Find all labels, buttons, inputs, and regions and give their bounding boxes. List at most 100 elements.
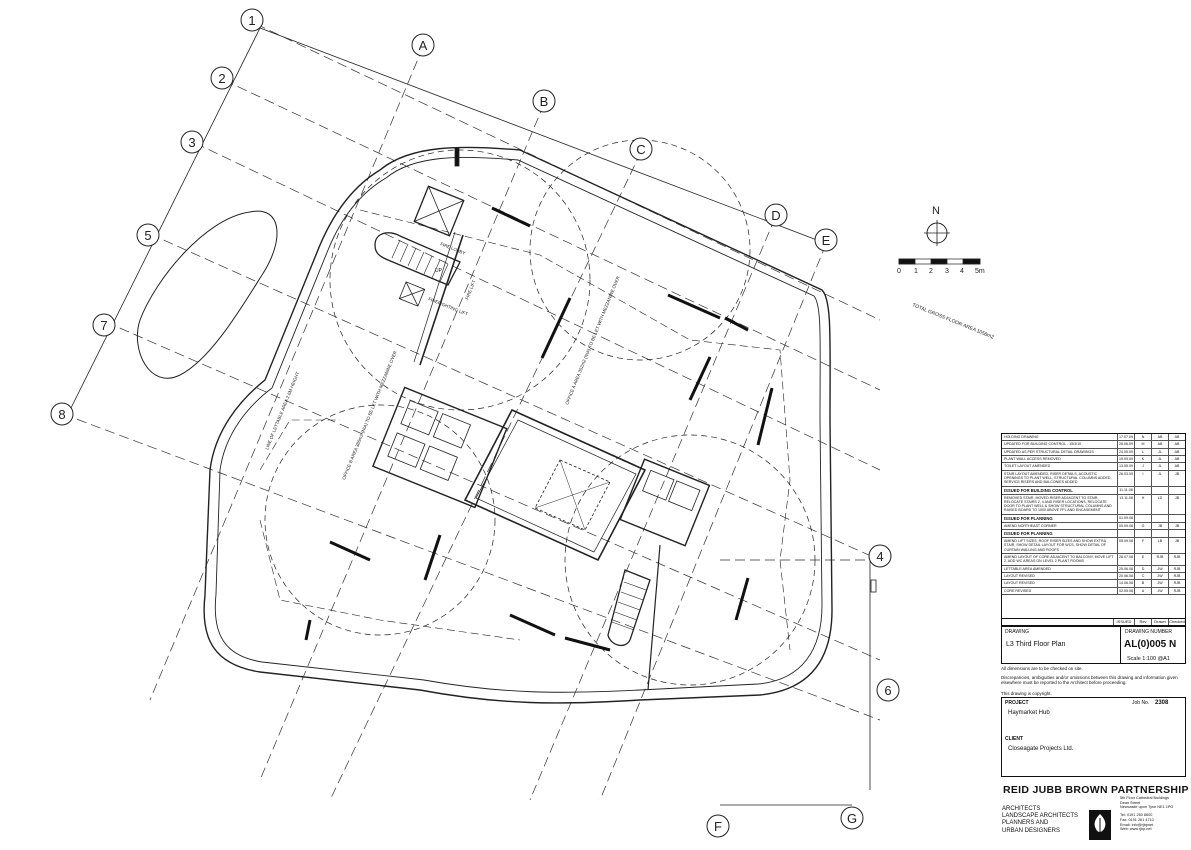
revision-letter: C [1135, 573, 1152, 580]
revision-checked-by [1169, 487, 1185, 494]
revision-date: 28.06.09 [1119, 441, 1135, 448]
revision-description: Lettable area amended [1002, 565, 1118, 573]
address-line-3: Newcastle upon Tyne NE1 1PG [1120, 805, 1174, 810]
grid-2-label: 2 [218, 71, 225, 86]
scale-tick-4: 4 [960, 268, 964, 275]
firm-disciplines: ARCHITECTS LANDSCAPE ARCHITECTS PLANNERS… [1002, 806, 1078, 835]
footer-drawn: Drawn [1151, 619, 1168, 625]
revision-date: 14.06.08 [1119, 580, 1135, 587]
note-check: All dimensions are to be checked on site… [1001, 666, 1083, 671]
revision-checked-by: RJB [1173, 574, 1181, 579]
revision-date: 13.05.09 [1119, 463, 1135, 470]
grid-a-label: A [419, 38, 428, 53]
grid-d-balloon [764, 203, 788, 227]
revision-letter: J [1135, 463, 1152, 470]
footer-issued: ISSUED [1113, 619, 1134, 625]
drawing-number: AL(0)005 N [1124, 639, 1177, 650]
revision-date: 01.09.08 [1118, 514, 1135, 522]
revision-letter: M [1135, 441, 1152, 448]
revision-letter [1135, 486, 1152, 494]
scale-tick-0: 0 [897, 268, 901, 275]
revision-checked-by: AB [1174, 464, 1180, 469]
revision-date [1118, 530, 1135, 538]
footer-rev: Rev [1134, 619, 1151, 625]
revision-checked-by: RJB [1173, 566, 1181, 571]
grid-7-label: 7 [100, 318, 107, 333]
grid-b-balloon [532, 89, 556, 113]
grid-f-label: F [714, 819, 722, 834]
revision-letter: G [1135, 522, 1152, 530]
revision-checked-by: JB [1174, 471, 1180, 476]
revision-row: Amend lift sizes, roof riser sizes and s… [1002, 538, 1185, 555]
revision-checked-by: AB [1174, 456, 1180, 461]
grid-4-label: 4 [876, 549, 883, 564]
revision-date: 24.05.09 [1119, 448, 1135, 455]
revision-letter: B [1135, 580, 1152, 587]
grid-d-label: D [771, 208, 780, 223]
address-line-2: Dean Street [1120, 800, 1141, 805]
grid-8-label: 8 [58, 407, 65, 422]
revision-date: 02.05.08 [1119, 587, 1135, 594]
revision-row: Stair layout amended. Riser details, Aco… [1002, 470, 1185, 487]
discipline-1: ARCHITECTS [1002, 806, 1041, 812]
revision-checked-by: RJB [1173, 555, 1181, 560]
address-line-8: Web: www.rjbp.net [1120, 827, 1152, 832]
revision-table: Holding drawing17.07.09NABABUpdated for … [1001, 433, 1186, 633]
address-line-6: Fax: 0191 261 4710 [1120, 817, 1154, 822]
revision-description: ISSUED FOR PLANNING [1002, 514, 1118, 522]
address-line-7: Email: info@rjbpnet [1120, 822, 1154, 827]
revision-checked-by: RJB [1173, 581, 1181, 586]
grid-c-balloon [629, 137, 653, 161]
drawing-number-box: DRAWING NUMBER AL(0)005 N Scale 1:100 @A… [1120, 626, 1186, 664]
revision-letter: D [1135, 565, 1152, 573]
revision-row: Updated as per Structural Detail Drawing… [1002, 448, 1185, 456]
footer-checked: Checked [1168, 619, 1185, 625]
revision-letter: L [1135, 448, 1152, 455]
revision-letter: I [1135, 470, 1152, 486]
firm-name: REID JUBB BROWN PARTNERSHIP [1003, 784, 1189, 796]
revision-date: 13.11.08 [1118, 494, 1135, 514]
drawing-label: DRAWING [1005, 629, 1029, 635]
grid-5-balloon [136, 223, 160, 247]
revision-date: 19.05.09 [1119, 455, 1135, 463]
grid-c-label: C [636, 142, 645, 157]
revision-description: Core revised [1002, 587, 1118, 594]
revision-drawn-by: JW [1152, 573, 1169, 580]
revision-drawn-by: AB [1152, 441, 1169, 448]
grid-7-balloon [92, 313, 116, 337]
note-copyright: This drawing is copyright. [1001, 690, 1052, 696]
grid-a-balloon [411, 33, 435, 57]
grid-6-balloon [876, 678, 900, 702]
revision-drawn-by: JL [1152, 470, 1169, 486]
drawing-title-box: DRAWING L3 Third Floor Plan [1001, 626, 1121, 664]
revision-description: Amend layout of core adjacent to balcony… [1002, 554, 1118, 565]
stair-up-label: UP [435, 268, 443, 274]
revision-date: 26.03.09 [1118, 470, 1135, 486]
revision-letter [1135, 514, 1152, 522]
revision-description: Toilet Layout Amended [1002, 463, 1118, 470]
revision-row: Removed stair, moved riser adjacent to s… [1002, 494, 1185, 515]
grid-g-balloon [840, 806, 864, 830]
revision-checked-by: AB [1174, 449, 1180, 454]
revision-drawn-by: LD [1152, 494, 1169, 514]
revision-description: Updated as per Structural Detail Drawing… [1002, 448, 1118, 455]
grid-f-balloon [706, 814, 730, 838]
revision-drawn-by [1152, 514, 1169, 522]
scale-tick-2: 2 [929, 268, 933, 275]
revision-description: Plant Wall Access Removed [1002, 455, 1118, 463]
revision-description: ISSUED FOR BUILDING CONTROL [1002, 486, 1118, 494]
grid-3-label: 3 [188, 135, 195, 150]
revision-date: 25.06.08 [1119, 565, 1135, 573]
revision-row: Amend layout of core adjacent to balcony… [1002, 554, 1185, 566]
total-area-note: TOTAL GROSS FLOOR AREA 1058m2 [911, 302, 995, 340]
revision-description: ISSUED FOR PLANNING [1002, 530, 1118, 538]
revision-footer: ISSUED Rev Drawn Checked [1001, 618, 1186, 626]
